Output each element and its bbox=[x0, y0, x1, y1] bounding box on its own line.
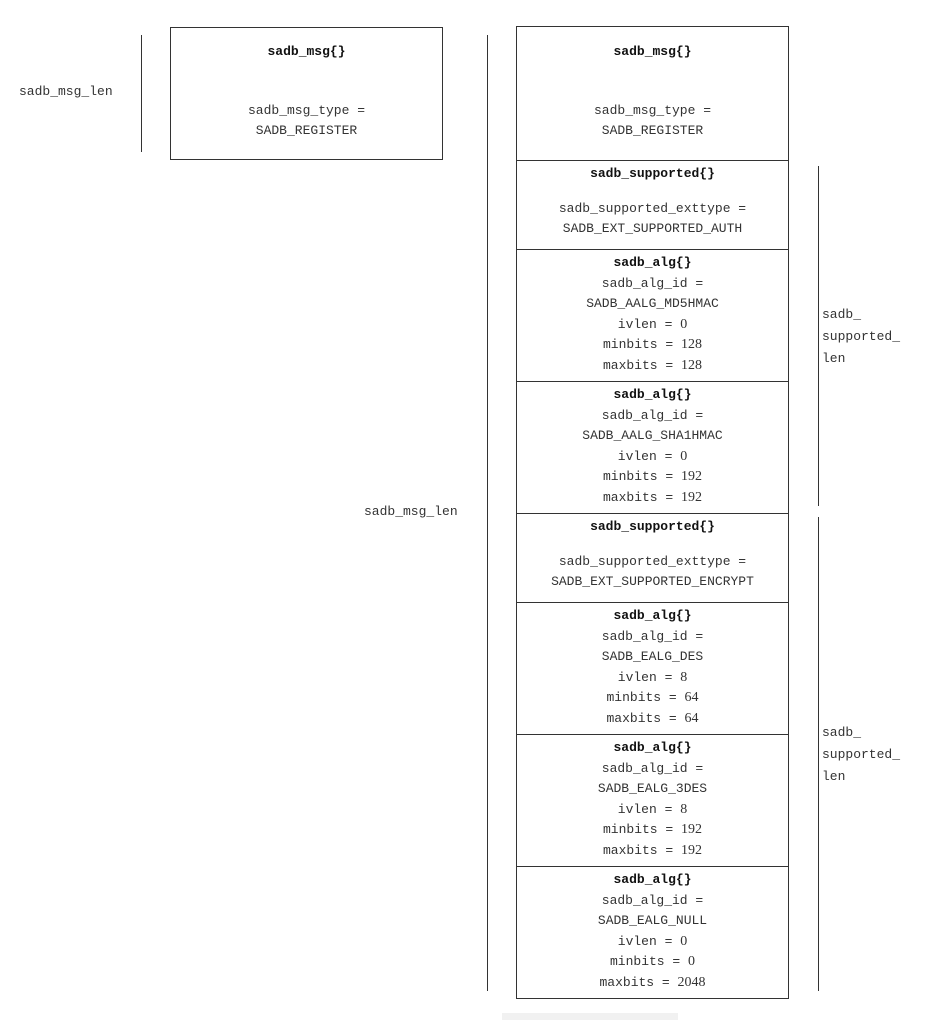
alg-maxbits: maxbits = 192 bbox=[602, 842, 703, 858]
alg-3des-section: sadb_alg{} sadb_alg_id = SADB_EALG_3DES … bbox=[517, 734, 788, 866]
supported-auth-exttype-value: SADB_EXT_SUPPORTED_AUTH bbox=[562, 221, 743, 236]
left-msg-type-label: sadb_msg_type = bbox=[247, 102, 366, 118]
left-sadb-msg-box: sadb_msg{} sadb_msg_type = SADB_REGISTER bbox=[170, 27, 443, 160]
alg-title: sadb_alg{} bbox=[613, 872, 692, 887]
bottom-shade bbox=[502, 1013, 678, 1020]
alg-ivlen: ivlen = 0 bbox=[617, 933, 688, 949]
supported-encrypt-len-label: sadb_ supported_ len bbox=[822, 725, 901, 784]
alg-sha1hmac-section: sadb_alg{} sadb_alg_id = SADB_AALG_SHA1H… bbox=[517, 381, 788, 513]
right-sadb-msg-title: sadb_msg{} bbox=[613, 44, 692, 59]
left-sadb-msg-title: sadb_msg{} bbox=[267, 44, 346, 59]
alg-minbits: minbits = 192 bbox=[602, 469, 703, 484]
alg-id-label: sadb_alg_id = bbox=[601, 628, 704, 644]
alg-minbits: minbits = 0 bbox=[609, 954, 696, 969]
alg-title: sadb_alg{} bbox=[613, 608, 692, 623]
alg-title: sadb_alg{} bbox=[613, 387, 692, 402]
supported-encrypt-len-bracket bbox=[818, 517, 819, 991]
supported-auth-len-label: sadb_ supported_ len bbox=[822, 307, 901, 366]
right-sadb-msg-section: sadb_msg{} sadb_msg_type = SADB_REGISTER bbox=[517, 27, 788, 160]
alg-md5hmac-section: sadb_alg{} sadb_alg_id = SADB_AALG_MD5HM… bbox=[517, 249, 788, 381]
alg-ivlen: ivlen = 8 bbox=[617, 669, 688, 685]
alg-id-label: sadb_alg_id = bbox=[601, 892, 704, 908]
alg-maxbits: maxbits = 64 bbox=[606, 710, 699, 726]
alg-title: sadb_alg{} bbox=[613, 740, 692, 755]
alg-id-value: SADB_AALG_SHA1HMAC bbox=[582, 428, 723, 443]
alg-null-section: sadb_alg{} sadb_alg_id = SADB_EALG_NULL … bbox=[517, 866, 788, 998]
alg-minbits: minbits = 128 bbox=[602, 337, 703, 352]
supported-encrypt-exttype-value: SADB_EXT_SUPPORTED_ENCRYPT bbox=[551, 574, 754, 589]
supported-encrypt-exttype-label: sadb_supported_exttype = bbox=[558, 553, 747, 569]
alg-maxbits: maxbits = 192 bbox=[602, 489, 703, 505]
alg-title: sadb_alg{} bbox=[613, 255, 692, 270]
supported-auth-title: sadb_supported{} bbox=[590, 166, 715, 181]
alg-maxbits: maxbits = 2048 bbox=[599, 974, 706, 990]
supported-encrypt-section: sadb_supported{} sadb_supported_exttype … bbox=[517, 513, 788, 602]
right-msg-len-bracket bbox=[487, 35, 488, 991]
alg-id-value: SADB_EALG_3DES bbox=[597, 781, 708, 796]
alg-minbits: minbits = 64 bbox=[606, 690, 699, 705]
supported-auth-len-bracket bbox=[818, 166, 819, 506]
left-msg-len-label: sadb_msg_len bbox=[19, 84, 113, 99]
alg-minbits: minbits = 192 bbox=[602, 822, 703, 837]
alg-id-label: sadb_alg_id = bbox=[601, 760, 704, 776]
left-msg-len-bracket bbox=[141, 35, 142, 152]
alg-ivlen: ivlen = 0 bbox=[617, 448, 688, 464]
alg-ivlen: ivlen = 8 bbox=[617, 801, 688, 817]
right-msg-len-label: sadb_msg_len bbox=[364, 504, 458, 519]
alg-ivlen: ivlen = 0 bbox=[617, 316, 688, 332]
left-sadb-msg-section: sadb_msg{} sadb_msg_type = SADB_REGISTER bbox=[171, 42, 442, 142]
supported-auth-section: sadb_supported{} sadb_supported_exttype … bbox=[517, 160, 788, 249]
supported-auth-exttype-label: sadb_supported_exttype = bbox=[558, 200, 747, 216]
alg-id-value: SADB_AALG_MD5HMAC bbox=[586, 296, 719, 311]
alg-id-value: SADB_EALG_NULL bbox=[597, 913, 708, 928]
alg-id-label: sadb_alg_id = bbox=[601, 407, 704, 423]
alg-des-section: sadb_alg{} sadb_alg_id = SADB_EALG_DES i… bbox=[517, 602, 788, 734]
supported-encrypt-title: sadb_supported{} bbox=[590, 519, 715, 534]
right-msg-type-label: sadb_msg_type = bbox=[593, 102, 712, 118]
alg-maxbits: maxbits = 128 bbox=[602, 357, 703, 373]
alg-id-value: SADB_EALG_DES bbox=[601, 649, 704, 664]
right-message-stack: sadb_msg{} sadb_msg_type = SADB_REGISTER… bbox=[516, 26, 789, 999]
alg-id-label: sadb_alg_id = bbox=[601, 275, 704, 291]
right-msg-type-value: SADB_REGISTER bbox=[601, 123, 704, 138]
left-msg-type-value: SADB_REGISTER bbox=[255, 123, 358, 138]
